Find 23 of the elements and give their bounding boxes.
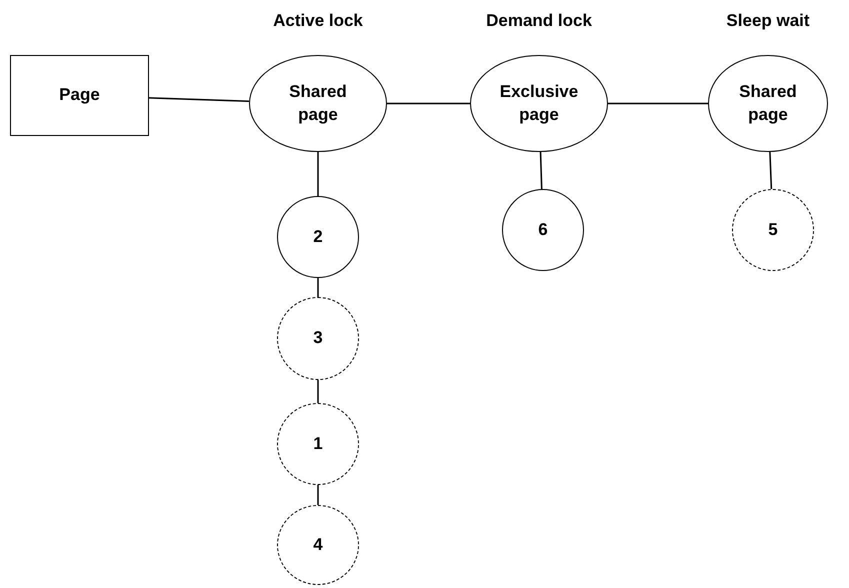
node-label: Shared page <box>288 81 348 126</box>
node-label: Shared page <box>738 81 798 126</box>
process-box <box>10 55 149 136</box>
node-heading: Active lock <box>273 11 363 31</box>
node-label: 5 <box>768 218 778 241</box>
node-label: Exclusive page <box>498 81 580 126</box>
node-label: 3 <box>313 327 323 350</box>
node-label: 1 <box>313 432 323 455</box>
connector-line <box>608 102 708 104</box>
connector-line <box>148 97 250 102</box>
node-label: 4 <box>313 534 323 556</box>
connector-line <box>769 152 772 190</box>
connector-line <box>317 152 319 196</box>
node-label: Page <box>59 84 100 106</box>
node-label: 2 <box>313 226 323 248</box>
connector-line <box>387 102 470 104</box>
connector-line <box>317 380 319 403</box>
node-heading: Sleep wait <box>726 11 810 31</box>
connector-line <box>540 152 542 190</box>
node-label: 6 <box>538 218 548 241</box>
connector-line <box>317 278 319 297</box>
node-heading: Demand lock <box>486 11 592 31</box>
connector-line <box>317 485 319 505</box>
